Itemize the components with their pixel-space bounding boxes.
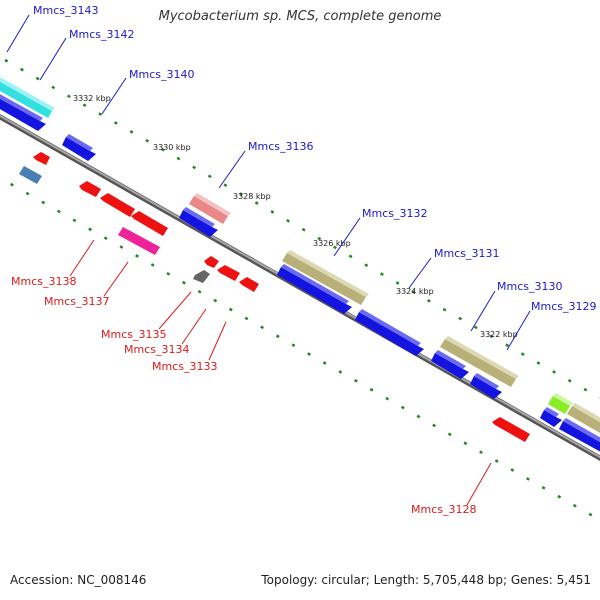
genome-summary-text: Topology: circular; Length: 5,705,448 bp… [261,573,591,587]
reverse-feature[interactable] [193,270,210,283]
gene-label-mmcs-3136[interactable]: Mmcs_3136 [248,140,313,153]
reverse-feature[interactable] [118,227,160,255]
gene-label-mmcs-3131[interactable]: Mmcs_3131 [434,247,499,260]
reverse-feature[interactable] [33,152,50,165]
forward-feature[interactable] [62,134,96,161]
reverse-leader-lines [69,239,492,506]
gene-label-mmcs-3129[interactable]: Mmcs_3129 [531,300,596,313]
gene-label-mmcs-3137[interactable]: Mmcs_3137 [44,295,109,308]
reverse-feature[interactable] [492,417,530,442]
gene-label-mmcs-3134[interactable]: Mmcs_3134 [124,343,189,356]
gene-label-mmcs-3133[interactable]: Mmcs_3133 [152,360,217,373]
forward-feature[interactable] [540,407,562,427]
forward-feature[interactable] [0,77,55,118]
gene-label-mmcs-3143[interactable]: Mmcs_3143 [33,4,98,17]
scale-tick-label: 3326 kbp [313,239,351,248]
gene-label-mmcs-3140[interactable]: Mmcs_3140 [129,68,194,81]
forward-feature[interactable] [179,207,218,237]
gene-label-mmcs-3128[interactable]: Mmcs_3128 [411,503,476,516]
scale-tick-label: 3324 kbp [396,287,434,296]
forward-feature[interactable] [0,93,46,131]
forward-feature[interactable] [355,309,424,356]
forward-feature[interactable] [548,393,573,414]
tick-track-inner [0,176,600,522]
forward-feature[interactable] [189,193,231,224]
reverse-feature[interactable] [204,256,219,268]
gene-label-mmcs-3142[interactable]: Mmcs_3142 [69,28,134,41]
reverse-feature[interactable] [239,277,259,292]
scale-tick-label: 3332 kbp [73,94,111,103]
reverse-feature[interactable] [79,181,101,197]
gene-label-mmcs-3138[interactable]: Mmcs_3138 [11,275,76,288]
forward-feature[interactable] [277,264,352,314]
reverse-feature[interactable] [217,265,240,281]
forward-feature[interactable] [559,418,600,452]
forward-feature[interactable] [440,336,519,387]
forward-feature[interactable] [282,250,369,305]
reverse-feature[interactable] [131,211,168,236]
gene-label-mmcs-3135[interactable]: Mmcs_3135 [101,328,166,341]
reverse-feature[interactable] [19,166,42,184]
reverse-feature[interactable] [100,193,135,217]
accession-text: Accession: NC_008146 [10,573,147,587]
scale-tick-label: 3322 kbp [480,330,518,339]
forward-feature[interactable] [470,373,502,399]
gene-label-mmcs-3130[interactable]: Mmcs_3130 [497,280,562,293]
forward-feature[interactable] [431,350,469,379]
scale-tick-label: 3330 kbp [153,143,191,152]
forward-feature[interactable] [567,403,600,433]
gene-label-mmcs-3132[interactable]: Mmcs_3132 [362,207,427,220]
genome-title: Mycobacterium sp. MCS, complete genome [158,9,442,24]
scale-tick-label: 3328 kbp [233,192,271,201]
forward-leader-lines [6,14,531,351]
tick-track-outer [4,58,600,400]
